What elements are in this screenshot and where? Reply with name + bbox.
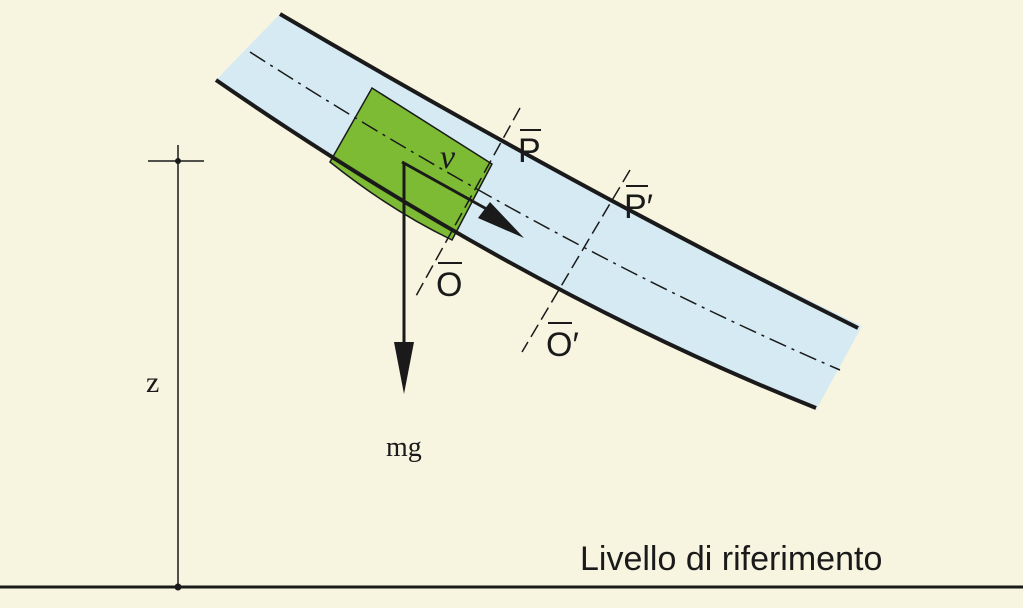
section-line-2 <box>521 169 631 353</box>
pipe-lower-wall <box>214 78 817 410</box>
velocity-label: v <box>440 139 456 176</box>
velocity-arrow-shaft <box>401 160 493 214</box>
pipe-centerline <box>249 51 841 371</box>
section-label-p-prime: P′ <box>624 188 653 226</box>
reference-level-label: Livello di riferimento <box>580 540 882 578</box>
section-label-o: O <box>436 266 462 304</box>
fluid-element <box>329 86 493 241</box>
height-axis-top-dot <box>175 158 181 164</box>
gravity-label: mg <box>386 432 422 463</box>
pipe-fluid-region <box>216 14 862 410</box>
section-line-1 <box>415 107 521 297</box>
height-label: z <box>146 366 159 399</box>
section-label-p: P <box>518 132 541 170</box>
gravity-arrowhead <box>394 342 414 394</box>
velocity-arrowhead <box>478 202 524 238</box>
section-label-o-prime: O′ <box>546 326 579 364</box>
pipe-upper-wall <box>278 12 859 330</box>
